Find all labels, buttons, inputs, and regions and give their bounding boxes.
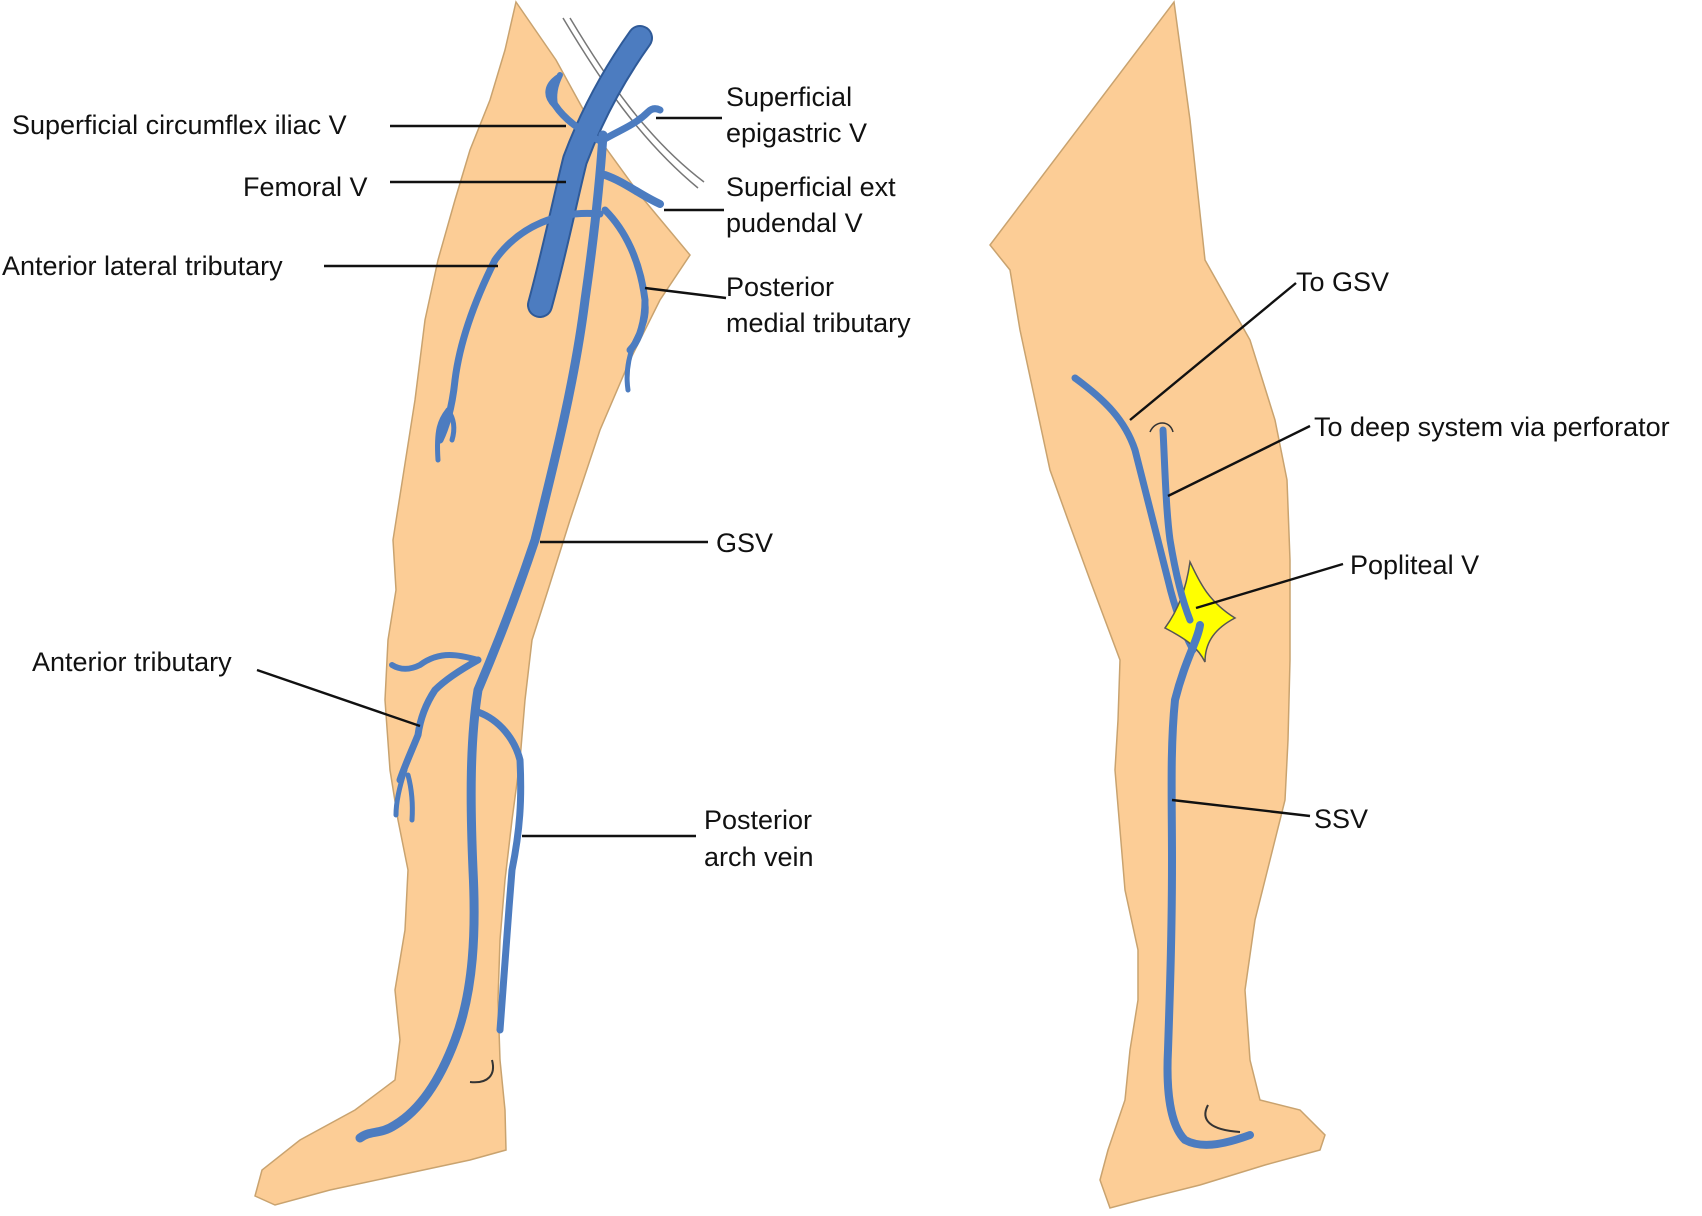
label-anterior-lateral-tributary: Anterior lateral tributary: [2, 251, 283, 281]
inguinal-ligament-line: [569, 17, 705, 183]
superficial-epigastric-vein: [599, 105, 664, 144]
anterior-lateral-tributary-branch: [445, 407, 457, 443]
posterior-medial-tributary-branch: [637, 297, 649, 333]
heel-mark: [1204, 1104, 1241, 1133]
label-superficial-ext-pudendal-vein-line1: Superficial ext: [726, 172, 896, 202]
anterior-tributary-branch: [393, 767, 408, 818]
leader-ssv: [1171, 798, 1311, 818]
inguinal-ligament-line: [562, 17, 699, 189]
label-to-deep-system-via-perforator: To deep system via perforator: [1314, 412, 1670, 442]
perforator-vein: [1159, 426, 1194, 624]
superficial-circumflex-iliac-vein-branch: [551, 72, 563, 108]
right-leg-silhouette: [989, 0, 1326, 1209]
right-leg: [989, 0, 1326, 1209]
posterior-medial-tributary-branch: [624, 332, 641, 393]
anterior-lateral-tributary-branch: [435, 407, 451, 463]
great-saphenous-vein: [355, 130, 608, 1143]
femoral-vein: [529, 27, 651, 316]
small-saphenous-vein: [1163, 621, 1254, 1149]
posterior-arch-vein: [474, 708, 525, 1034]
leader-to-deep: [1167, 424, 1311, 498]
left-leg: [254, 0, 705, 1206]
leader-popliteal: [1195, 562, 1344, 610]
label-anterior-tributary: Anterior tributary: [32, 647, 232, 677]
label-popliteal-vein: Popliteal V: [1350, 550, 1479, 580]
anterior-tributary-upper: [389, 652, 481, 672]
label-gsv: GSV: [716, 528, 773, 558]
label-to-gsv: To GSV: [1296, 267, 1389, 297]
label-posterior-medial-tributary-line1: Posterior: [726, 272, 834, 302]
anterior-tributary-branch: [405, 772, 415, 823]
leader-pmt: [644, 286, 727, 300]
label-ssv: SSV: [1314, 804, 1368, 834]
label-posterior-arch-vein-line1: Posterior: [704, 805, 812, 835]
superficial-external-pudendal-vein: [601, 171, 664, 208]
label-superficial-circumflex-iliac-vein: Superficial circumflex iliac V: [12, 110, 347, 140]
anterior-tributary: [396, 656, 482, 784]
label-superficial-epigastric-vein-line1: Superficial: [726, 82, 852, 112]
leader-to-gsv: [1129, 282, 1297, 421]
popliteal-fossa: [1163, 559, 1237, 663]
ankle-mark: [469, 1059, 494, 1084]
label-posterior-arch-vein-line2: arch vein: [704, 842, 814, 872]
leader-at: [256, 668, 421, 728]
label-superficial-ext-pudendal-vein-line2: pudendal V: [726, 208, 863, 238]
label-superficial-epigastric-vein-line2: epigastric V: [726, 118, 867, 148]
anterior-lateral-tributary: [436, 209, 604, 444]
label-femoral-vein: Femoral V: [243, 172, 368, 202]
perforator-mark: [1149, 422, 1174, 433]
label-posterior-medial-tributary-line2: medial tributary: [726, 308, 911, 338]
